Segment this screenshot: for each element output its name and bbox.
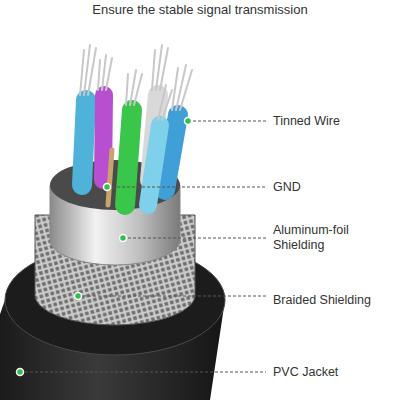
- tinned-strands: [80, 45, 192, 120]
- part-label: Aluminum-foil Shielding: [273, 223, 373, 253]
- title: Ensure the stable signal transmission: [0, 2, 400, 18]
- leader-lines: [20, 121, 266, 372]
- part-label: PVC Jacket: [273, 365, 373, 380]
- part-label: Tinned Wire: [273, 114, 373, 129]
- leader-dots: [17, 118, 192, 376]
- part-label: GND: [273, 180, 373, 195]
- part-label: Braided Shielding: [273, 293, 373, 308]
- wires: [82, 95, 178, 205]
